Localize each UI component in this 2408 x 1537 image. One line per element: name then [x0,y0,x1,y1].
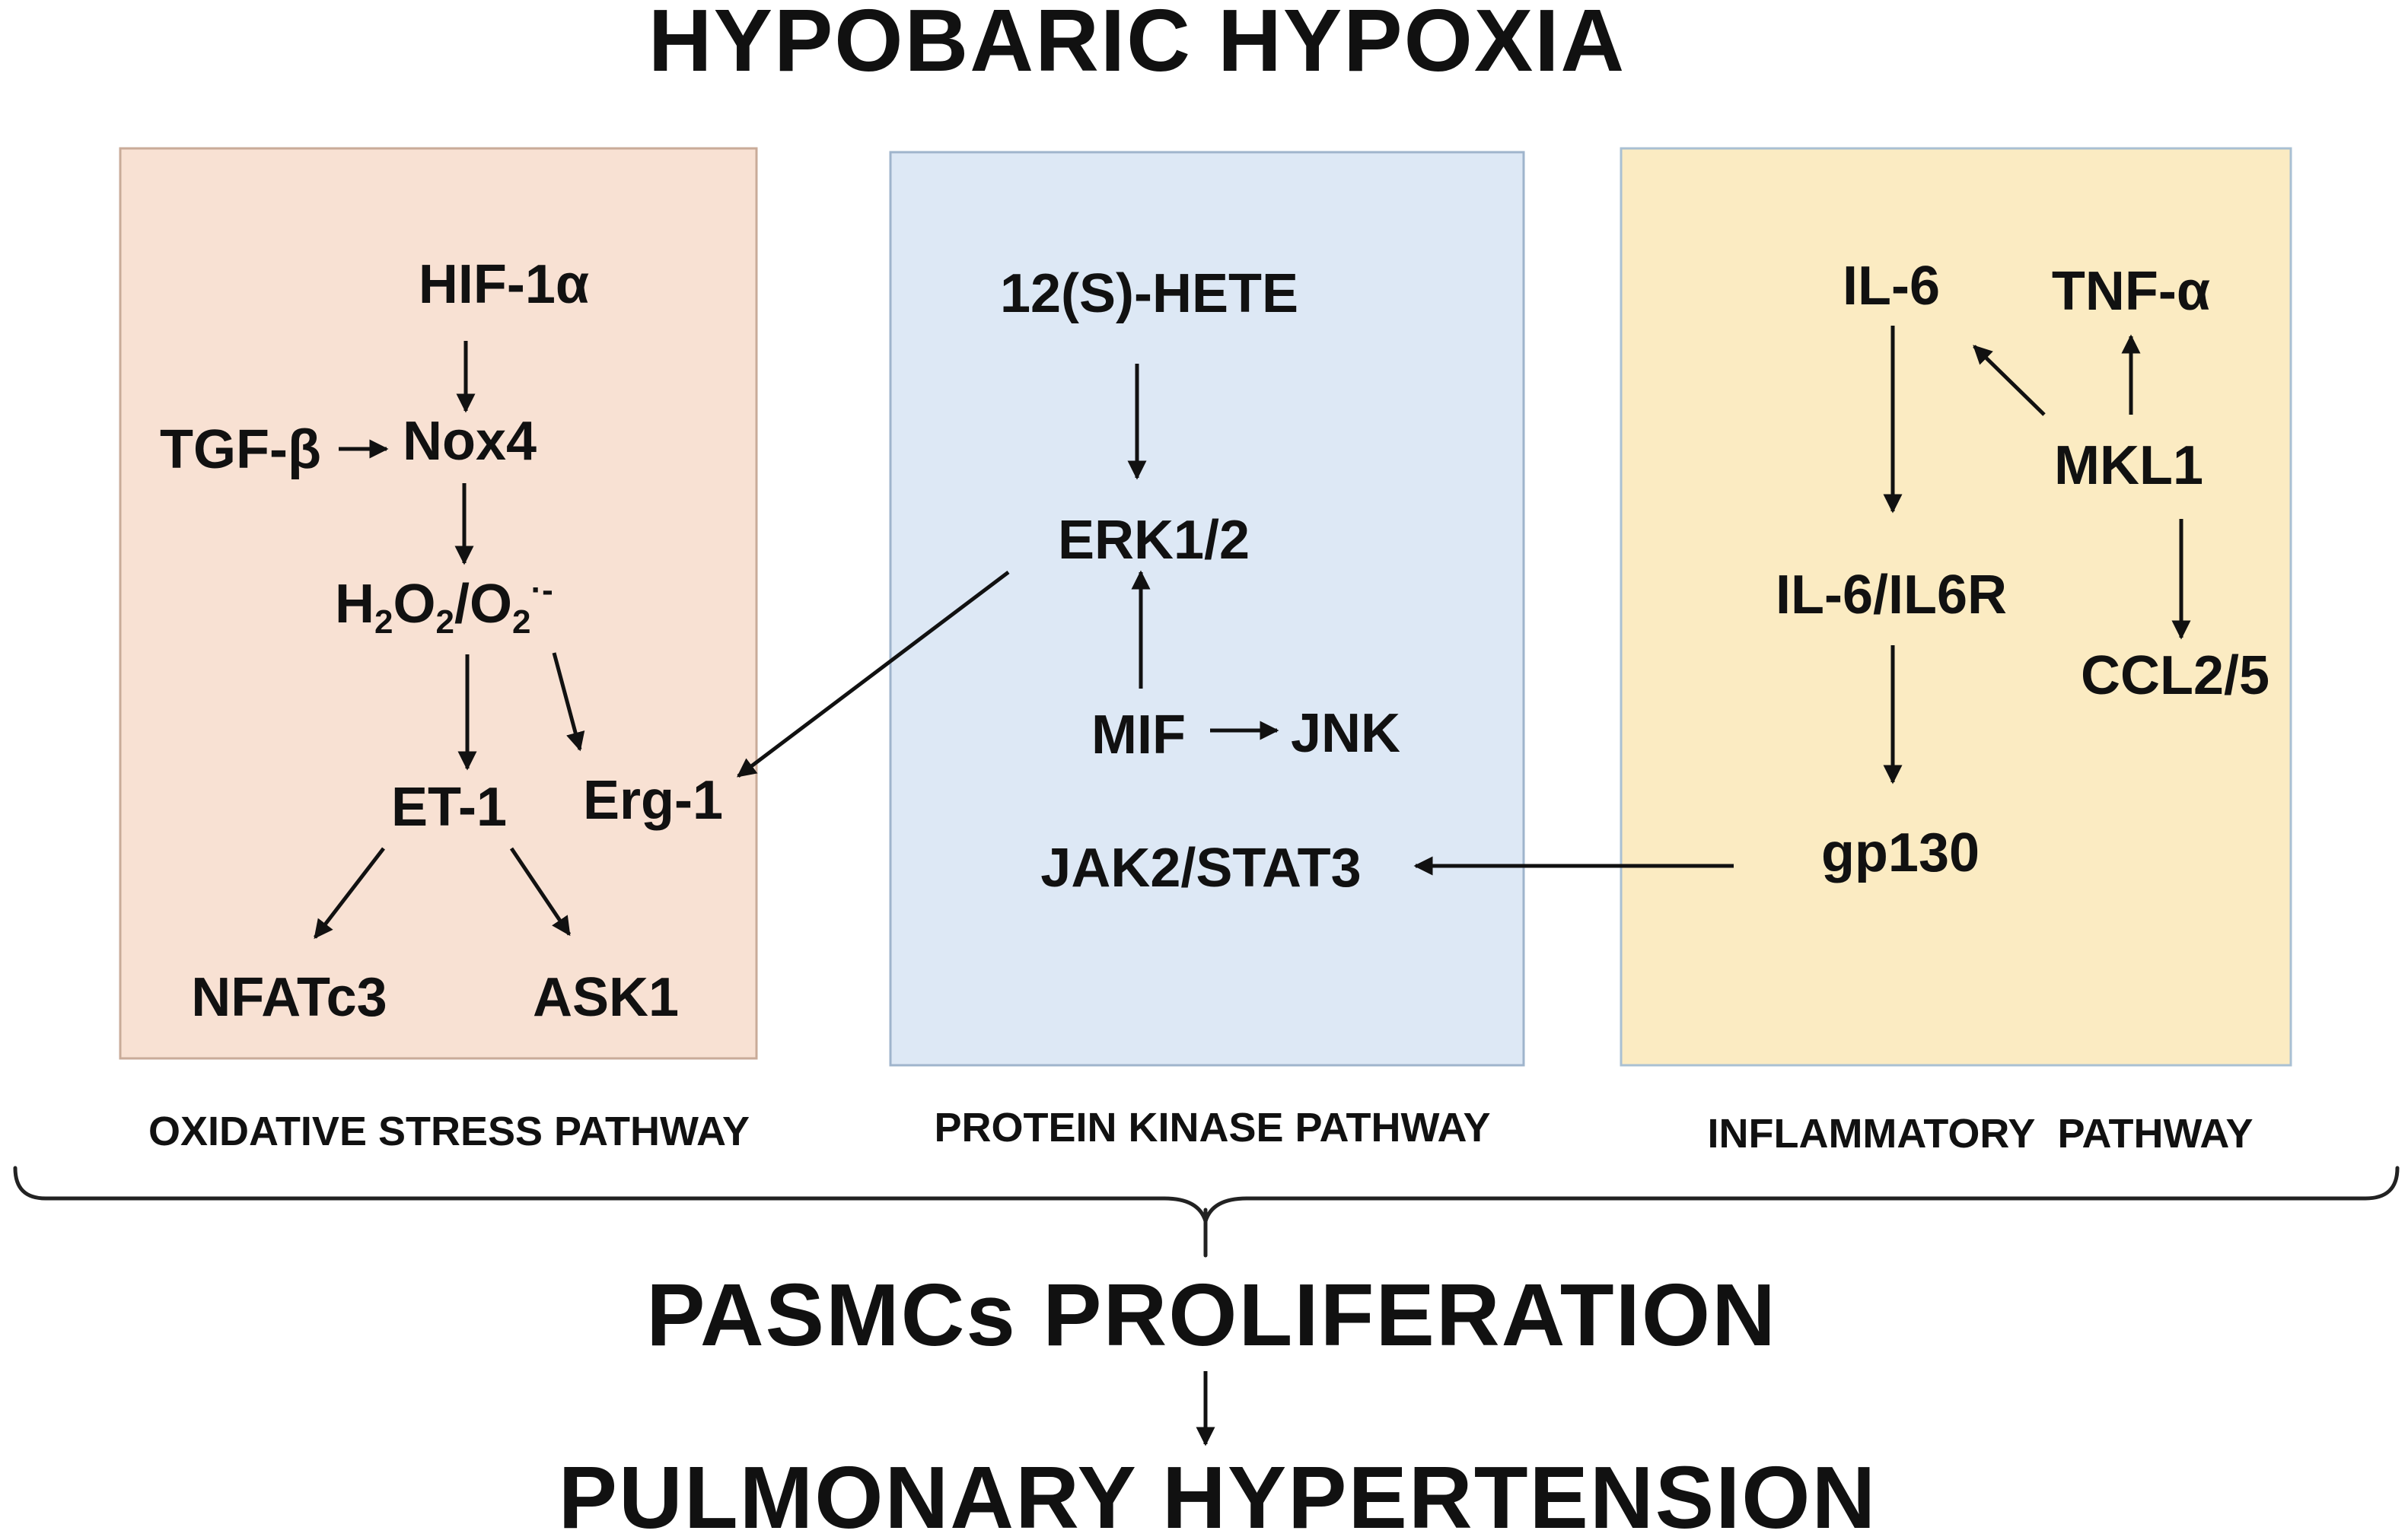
oxidative-stress-panel [119,147,758,1060]
node-mif: MIF [1091,705,1186,765]
inflammatory-panel [1620,147,2292,1067]
node-mkl1: MKL1 [2054,435,2203,496]
node-tgf-b: TGF-β [160,419,321,480]
node-et-1: ET-1 [391,777,507,838]
node-hif-1a: HIF-1α [419,254,589,315]
h2o2-part-sub2b: 2 [436,603,454,641]
node-h2o2-o2: H2O2/O2·- [335,571,553,641]
caption-protein-kinase: PROTEIN KINASE PATHWAY [934,1105,1490,1150]
node-12s-hete: 12(S)-HETE [1000,263,1298,324]
h2o2-part-radical: ·- [530,571,553,609]
node-il-6: IL-6 [1843,256,1940,317]
node-erg-1: Erg-1 [583,770,723,831]
h2o2-part-sub2a: 2 [374,603,393,641]
node-nfatc3: NFATc3 [191,967,387,1028]
node-jak2-stat3: JAK2/STAT3 [1040,838,1361,899]
diagram-title: HYPOBARIC HYPOXIA [648,0,1626,90]
arrow-h2o2-to-erg1 [552,652,585,752]
node-jnk: JNK [1291,703,1400,764]
node-ccl2-5: CCL2/5 [2081,645,2269,706]
outcome-pasmcs-proliferation: PASMCs PROLIFERATION [646,1265,1777,1364]
node-nox4: Nox4 [403,411,537,472]
h2o2-part-slash-o: /O [454,574,512,635]
h2o2-part-h: H [335,574,374,635]
arrow-mkl1-to-il6 [1973,345,2046,416]
h2o2-part-o: O [393,574,435,635]
arrow-et1-to-ask1 [509,847,572,937]
node-erk1-2: ERK1/2 [1058,510,1250,571]
node-ask1: ASK1 [533,967,679,1028]
arrow-erk-to-erg1 [737,571,1010,778]
h2o2-part-sub2c: 2 [512,603,530,641]
node-il-6-il6r: IL-6/IL6R [1776,565,2007,625]
caption-oxidative-stress: OXIDATIVE STRESS PATHWAY [148,1109,750,1154]
protein-kinase-panel [889,151,1525,1067]
node-gp130: gp130 [1821,823,1980,883]
caption-inflammatory: INFLAMMATORY PATHWAY [1707,1111,2253,1157]
node-tnf-a: TNF-α [2052,261,2210,322]
arrow-et1-to-nfatc3 [314,847,385,939]
outcome-pulmonary-hypertension: PULMONARY HYPERTENSION [559,1448,1878,1537]
